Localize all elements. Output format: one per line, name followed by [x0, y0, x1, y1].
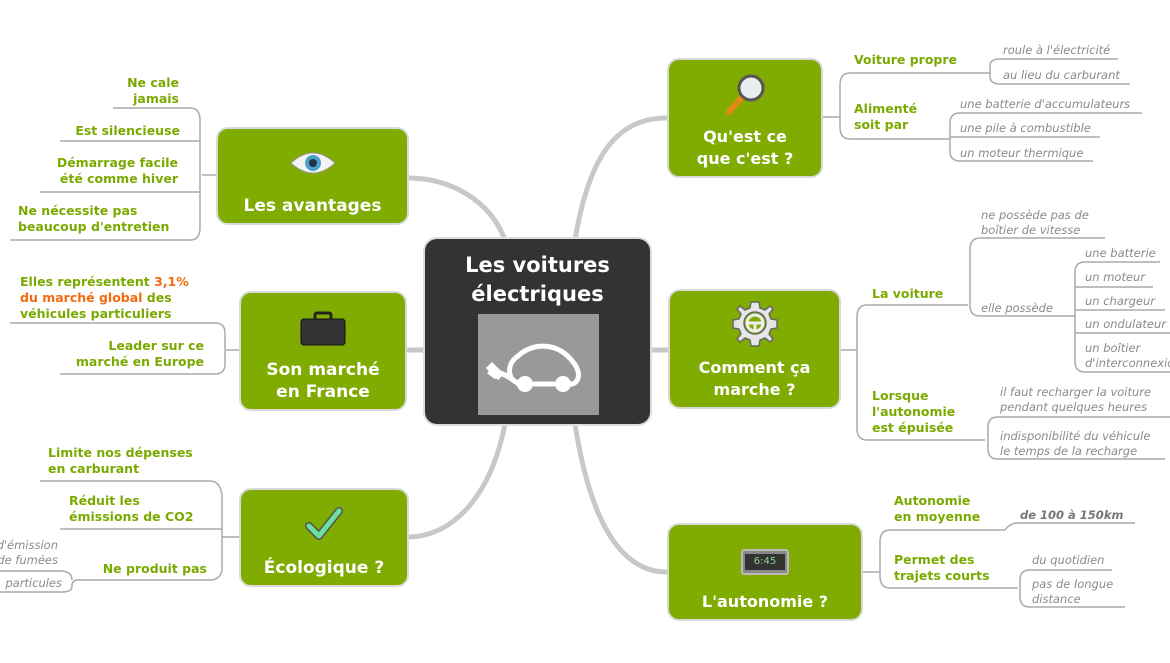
topic-ne-produit[interactable]: Ne produit pas	[102, 561, 207, 576]
branch-avantages[interactable]: Les avantages	[216, 127, 409, 225]
topic-pile[interactable]: une pile à combustible	[960, 121, 1091, 135]
topic-silencieuse[interactable]: Est silencieuse	[75, 123, 180, 138]
topic-moteur-thermique[interactable]: un moteur thermique	[960, 146, 1084, 160]
topic-la-voiture[interactable]: La voiture	[872, 286, 944, 301]
branch-label: Écologique ?	[263, 558, 385, 578]
checkmark-icon	[304, 506, 344, 548]
branch-label: Qu'est ce	[703, 127, 787, 146]
topic-100-150km[interactable]: de 100 à 150km	[1020, 508, 1124, 522]
topic-quotidien[interactable]: du quotidien	[1032, 553, 1105, 567]
branch-autonomie[interactable]: 6:45 L'autonomie ?	[667, 523, 863, 621]
topic-carburant[interactable]: au lieu du carburant	[1003, 68, 1120, 82]
connector-eco	[405, 421, 508, 540]
briefcase-icon	[299, 311, 347, 353]
gear-icon	[731, 299, 779, 353]
connector-quest	[572, 115, 670, 243]
clock-icon: 6:45	[741, 549, 789, 575]
topic-particules[interactable]: particules	[5, 576, 62, 590]
topic-part-marche[interactable]: Elles représentent 3,1%du marché global …	[20, 274, 189, 321]
branch-label: Son marché	[266, 360, 380, 380]
topic-batterie-accu[interactable]: une batterie d'accumulateurs	[960, 97, 1131, 111]
topic-elle-possede[interactable]: elle possède	[981, 301, 1053, 315]
topic-electricite[interactable]: roule à l'électricité	[1003, 43, 1111, 57]
topic-moteur[interactable]: un moteur	[1085, 270, 1146, 284]
electric-car-plug-icon	[478, 314, 599, 415]
branch-label: Les avantages	[243, 196, 382, 216]
branch-label: Comment ça	[698, 358, 811, 377]
topic-ondulateur[interactable]: un ondulateur	[1085, 317, 1166, 331]
topic-voiture-propre[interactable]: Voiture propre	[854, 52, 958, 67]
branch-label: L'autonomie ?	[701, 592, 829, 611]
magnifier-icon	[721, 70, 769, 124]
connector-avantages	[405, 175, 508, 243]
topic-batterie[interactable]: une batterie	[1085, 246, 1156, 260]
branch-ecologique[interactable]: Écologique ?	[239, 488, 409, 587]
topic-chargeur[interactable]: un chargeur	[1085, 294, 1156, 308]
connector-autonomie	[572, 421, 670, 575]
eye-icon	[289, 149, 337, 183]
